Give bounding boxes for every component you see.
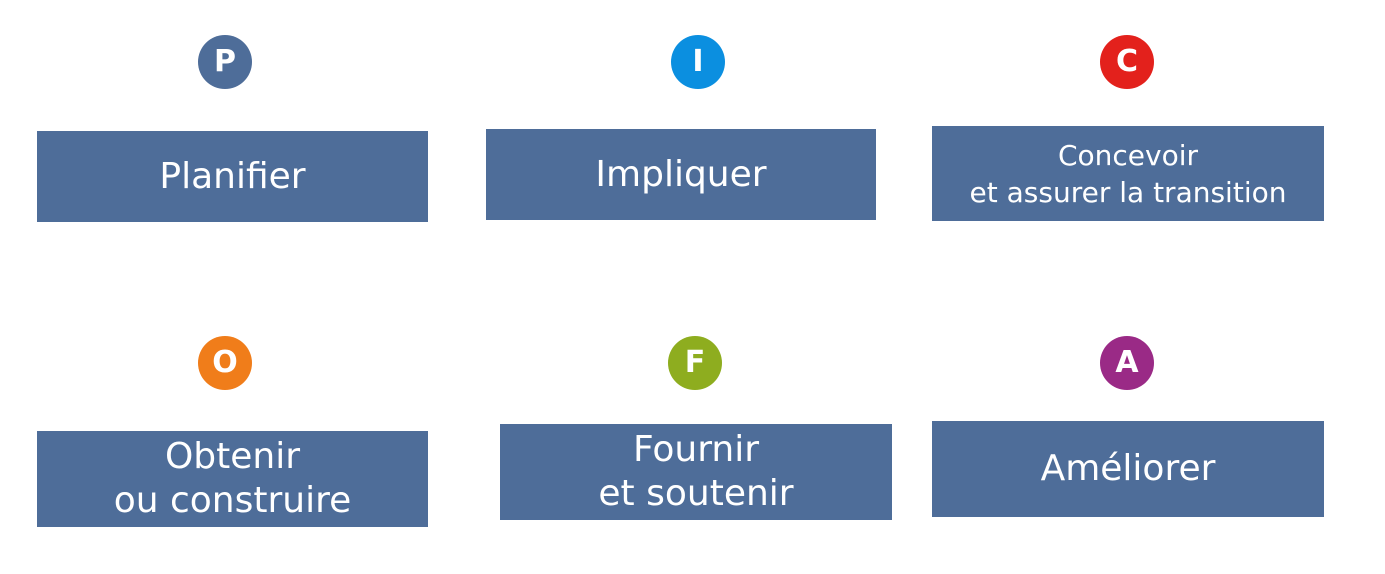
step-label-line-2: et soutenir: [598, 473, 794, 514]
badge-p-icon: P: [198, 35, 252, 89]
step-box-planifier: Planifier: [37, 131, 428, 222]
step-box-fournir: Fournir et soutenir: [500, 424, 892, 520]
step-label-line-2: ou construire: [113, 480, 352, 521]
step-box-ameliorer: Améliorer: [932, 421, 1324, 517]
step-label: Améliorer: [1040, 448, 1216, 489]
step-box-impliquer: Impliquer: [486, 129, 876, 220]
step-label-line-1: Concevoir: [1057, 138, 1199, 172]
step-box-concevoir: Concevoir et assurer la transition: [932, 126, 1324, 221]
step-label: Impliquer: [595, 153, 767, 195]
step-label: Planifier: [159, 155, 306, 197]
badge-a-icon: A: [1100, 336, 1154, 390]
badge-i-icon: I: [671, 35, 725, 89]
badge-c-icon: C: [1100, 35, 1154, 89]
step-label-line-1: Obtenir: [164, 436, 301, 477]
badge-o-icon: O: [198, 336, 252, 390]
step-label-line-2: et assurer la transition: [969, 175, 1287, 209]
step-box-obtenir: Obtenir ou construire: [37, 431, 428, 527]
badge-f-icon: F: [668, 336, 722, 390]
step-label-line-1: Fournir: [632, 429, 760, 470]
